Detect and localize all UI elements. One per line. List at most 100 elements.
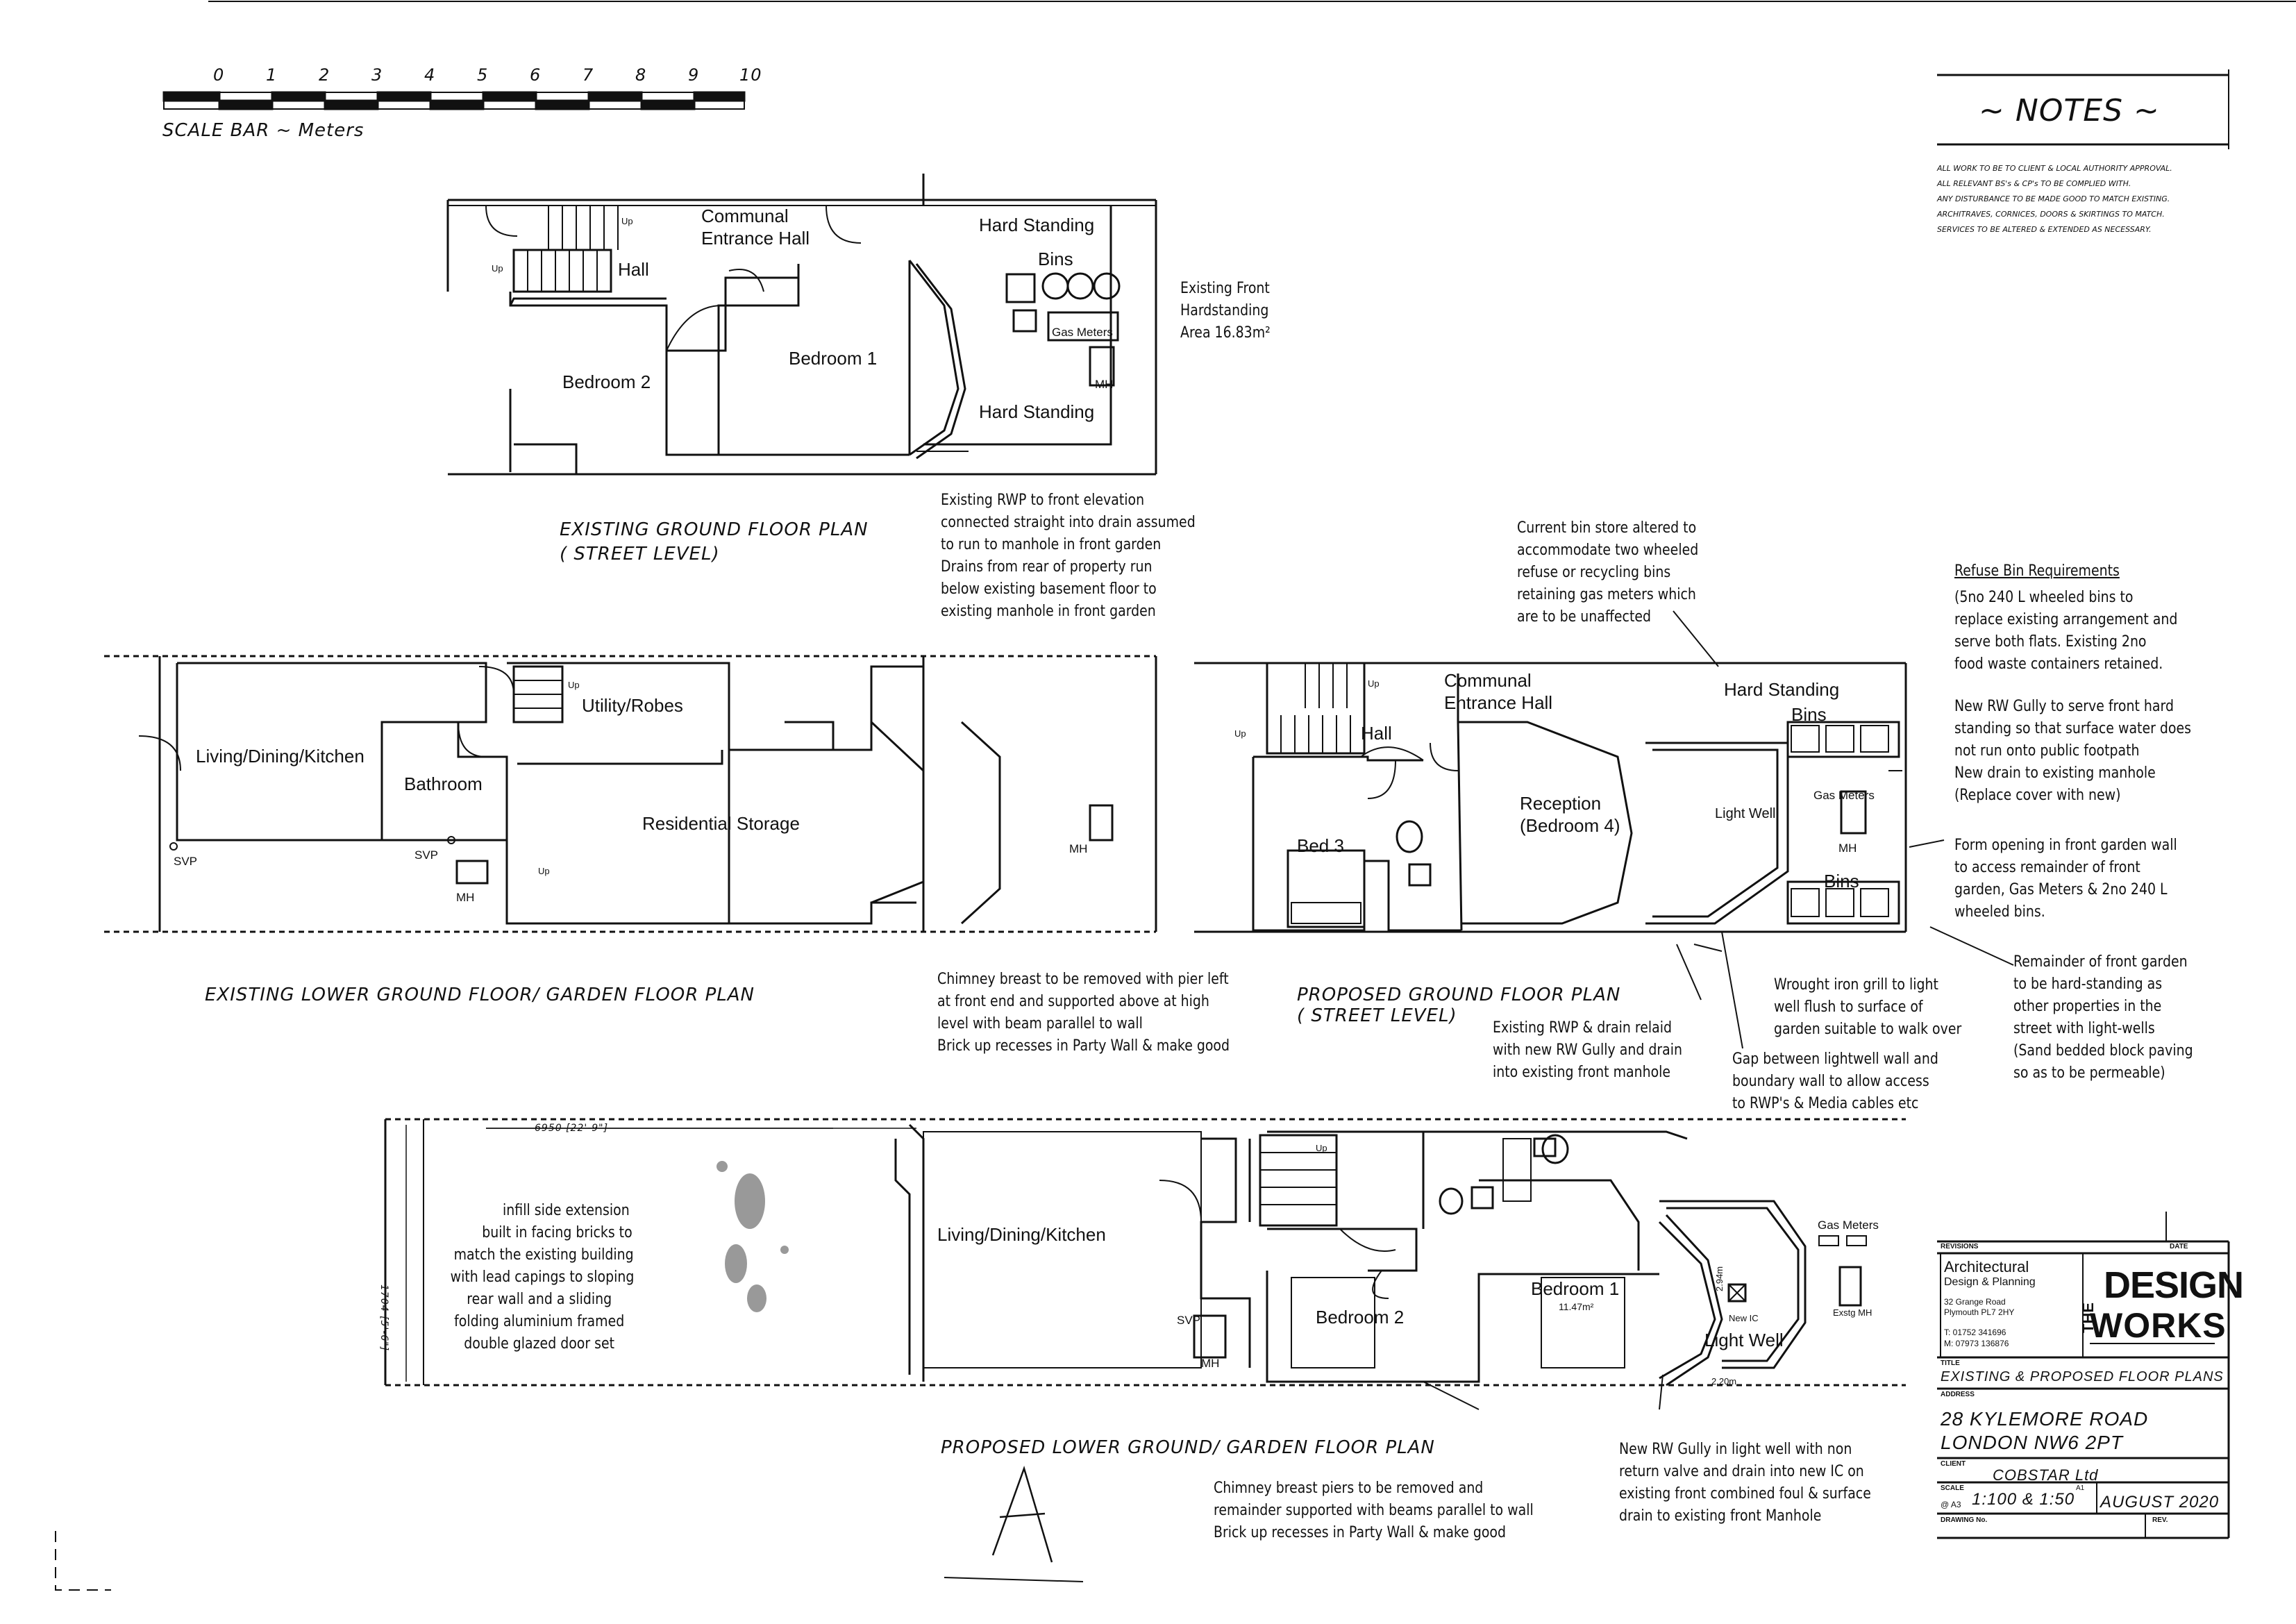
label-gas-meters: Gas Meters — [1813, 789, 1875, 802]
room-label-entrance-hall: Entrance Hall — [1444, 692, 1553, 713]
firm-mobile: M: 07973 136876 — [1944, 1339, 2009, 1348]
note-line: infill side extension — [503, 1202, 630, 1219]
note-line: wheeled bins. — [1954, 903, 2045, 921]
existing-ground-plan-walls — [446, 174, 1157, 476]
label-light-well: Light Well — [1715, 806, 1776, 821]
project-address-line: 28 KYLEMORE ROAD — [1941, 1408, 2149, 1430]
firm-address: 32 Grange Road — [1944, 1297, 2006, 1307]
proposed-lower-plan-walls — [384, 1118, 1906, 1582]
drawing-scale: 1:100 & 1:50 — [1972, 1490, 2075, 1509]
note-line: to run to manhole in front garden — [941, 536, 1162, 553]
revisions-label: REVISIONS — [1941, 1243, 1979, 1250]
note-line: match the existing building — [453, 1246, 634, 1264]
sheet-size: @ A3 — [1941, 1500, 1961, 1509]
firm-phone: T: 01752 341696 — [1944, 1328, 2006, 1337]
plan-title: PROPOSED LOWER GROUND/ GARDEN FLOOR PLAN — [941, 1437, 1435, 1458]
room-label-bedroom-1: Bedroom 1 — [789, 348, 878, 369]
stair-up-label: Up — [1234, 728, 1246, 739]
room-label-hall: Hall — [618, 259, 649, 280]
note-line: other properties in the — [2013, 998, 2162, 1015]
note-line: below existing basement floor to — [941, 580, 1157, 598]
notes-line: ARCHITRAVES, CORNICES, DOORS & SKIRTINGS… — [1937, 210, 2165, 219]
note-line: replace existing arrangement and — [1954, 611, 2178, 628]
notes-list: ALL WORK TO BE TO CLIENT & LOCAL AUTHORI… — [1937, 161, 2172, 237]
note-line: level with beam parallel to wall — [937, 1015, 1143, 1032]
client-name: COBSTAR Ltd — [1993, 1466, 2099, 1484]
scale-tick-8: 8 — [635, 65, 647, 85]
scale-label: SCALE — [1941, 1484, 1964, 1492]
scale-bar-caption: SCALE BAR ~ Meters — [162, 120, 364, 141]
address-label: ADDRESS — [1941, 1391, 1975, 1398]
room-label-communal: Communal — [701, 206, 789, 226]
stair-up-label: Up — [1368, 678, 1380, 689]
label-bins: Bins — [1824, 871, 1859, 891]
label-manhole: MH — [1201, 1357, 1220, 1370]
infill-note: infill side extension built in facing bri… — [444, 1200, 635, 1355]
scale-tick-5: 5 — [477, 65, 489, 85]
room-label-entrance-hall: Entrance Hall — [701, 228, 810, 249]
note-line: New RW Gully to serve front hard — [1954, 698, 2174, 715]
label-gas-meters: Gas Meters — [1818, 1219, 1879, 1232]
room-label-reception: Reception — [1520, 793, 1602, 814]
note-line: Wrought iron grill to light — [1774, 976, 1938, 994]
label-gas-meters: Gas Meters — [1052, 326, 1113, 339]
dimension-label: 2.94m — [1714, 1266, 1725, 1291]
note-line: drain to existing front Manhole — [1619, 1507, 1822, 1525]
note-line: Remainder of front garden — [2013, 953, 2188, 971]
project-address-line: LONDON NW6 2PT — [1941, 1432, 2123, 1453]
remainder-note: Remainder of front garden to be hard-stan… — [2013, 951, 2193, 1085]
plan-title: EXISTING LOWER GROUND FLOOR/ GARDEN FLOO… — [205, 985, 755, 1005]
note-line: New RW Gully in light well with non — [1619, 1441, 1852, 1458]
proposed-ground-plan-walls — [1194, 662, 1907, 933]
room-label-bedroom-1: Bedroom 1 — [1531, 1278, 1620, 1299]
dimension-label: 2.20m — [1711, 1376, 1737, 1387]
note-line: are to be unaffected — [1517, 608, 1652, 626]
label-manhole: MH — [456, 891, 475, 904]
note-line: food waste containers retained. — [1954, 655, 2163, 673]
note-line: to RWP's & Media cables etc — [1732, 1095, 1919, 1112]
note-line: Brick up recesses in Party Wall & make g… — [1214, 1524, 1507, 1541]
title-label: TITLE — [1941, 1359, 1960, 1367]
label-new-ic: New IC — [1729, 1313, 1759, 1323]
plan-title: EXISTING GROUND FLOOR PLAN — [560, 519, 869, 540]
note-line: Chimney breast piers to be removed and — [1214, 1480, 1484, 1497]
scale-tick-1: 1 — [266, 65, 278, 85]
brand-works: WORKS — [2090, 1306, 2227, 1345]
note-line: Chimney breast to be removed with pier l… — [937, 971, 1229, 988]
label-hard-standing: Hard Standing — [979, 215, 1095, 235]
scale-tick-6: 6 — [530, 65, 542, 85]
note-line: Brick up recesses in Party Wall & make g… — [937, 1037, 1230, 1055]
stair-up-label: Up — [1316, 1143, 1327, 1153]
room-area-label: 11.47m² — [1559, 1301, 1594, 1312]
note-line: built in facing bricks to — [482, 1224, 632, 1241]
note-line: boundary wall to allow access — [1732, 1073, 1929, 1090]
room-label-living-dining-kitchen: Living/Dining/Kitchen — [937, 1224, 1106, 1245]
notes-line: SERVICES TO BE ALTERED & EXTENDED AS NEC… — [1937, 225, 2152, 234]
scale-tick-10: 10 — [739, 65, 762, 85]
label-svp: SVP — [174, 855, 198, 868]
note-line: to be hard-standing as — [2013, 976, 2163, 993]
label-hard-standing: Hard Standing — [1724, 679, 1840, 700]
note-line: Area 16.83m² — [1180, 324, 1271, 342]
scale-tick-9: 9 — [688, 65, 700, 85]
stair-up-label: Up — [538, 866, 550, 876]
note-line: with lead capings to sloping — [450, 1269, 635, 1286]
note-line: (Replace cover with new) — [1954, 787, 2121, 804]
note-line: into existing front manhole — [1493, 1064, 1671, 1081]
room-label-bed-3: Bed 3 — [1297, 835, 1344, 856]
existing-lower-plan-walls — [104, 655, 1157, 933]
note-line: with new RW Gully and drain — [1493, 1041, 1682, 1059]
plan-title: PROPOSED GROUND FLOOR PLAN — [1297, 985, 1621, 1005]
note-line: New drain to existing manhole — [1954, 764, 2156, 782]
client-label: CLIENT — [1941, 1460, 1966, 1468]
note-line: Form opening in front garden wall — [1954, 837, 2177, 854]
scale-tick-3: 3 — [371, 65, 383, 85]
